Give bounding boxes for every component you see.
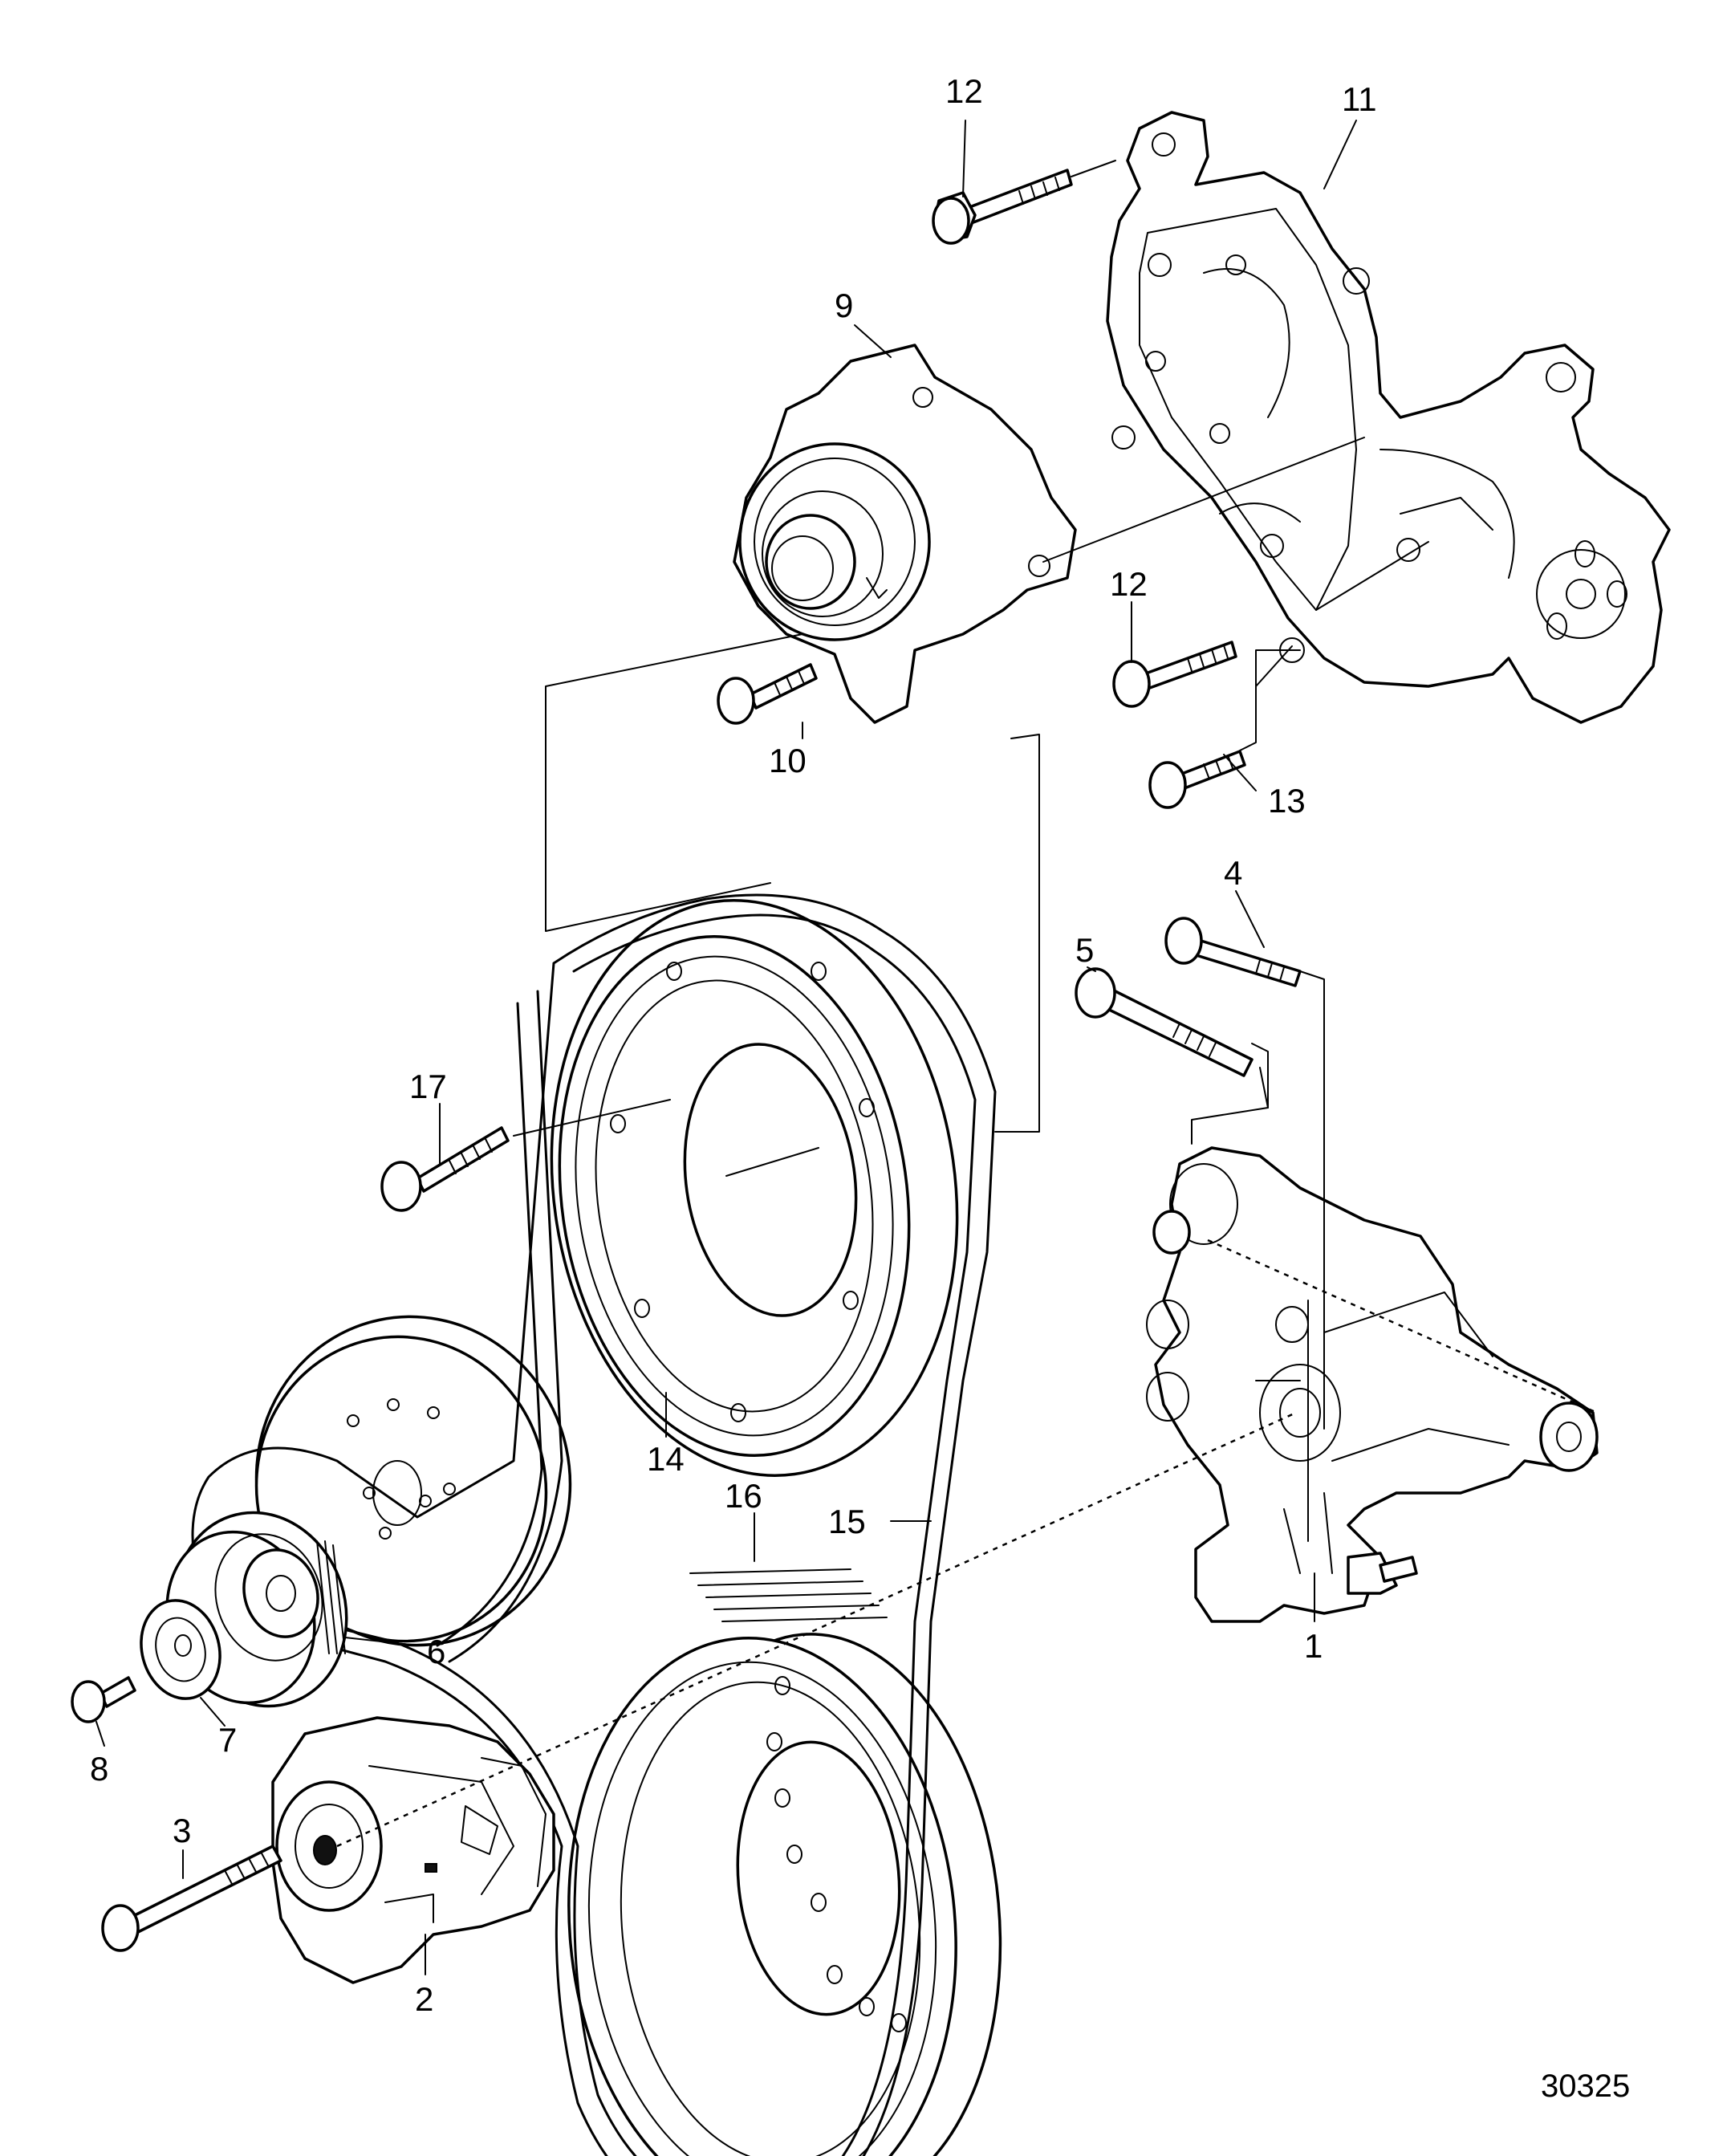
part-14-pulley: [550, 899, 959, 1477]
callout-13: 13: [1268, 782, 1306, 820]
callout-3: 3: [173, 1812, 191, 1849]
figure-number: 30325: [1541, 2069, 1630, 2104]
callout-5: 5: [1075, 931, 1094, 969]
callout-15: 15: [828, 1503, 866, 1540]
callout-6: 6: [427, 1633, 445, 1670]
callout-12-top: 12: [945, 72, 983, 110]
callout-4: 4: [1224, 854, 1242, 892]
callout-7: 7: [218, 1721, 237, 1759]
part-12-bolt-middle: [1112, 641, 1237, 708]
part-4-bolt: [1164, 917, 1302, 987]
callout-12-middle: 12: [1110, 565, 1148, 603]
part-13-bolt: [1148, 750, 1246, 809]
callout-leaders: [95, 120, 1357, 1975]
part-5-bolt: [1075, 967, 1254, 1077]
callout-8: 8: [90, 1750, 108, 1788]
callout-1: 1: [1304, 1627, 1323, 1665]
part-2-belt-tensioner: [271, 1716, 555, 1984]
callout-11: 11: [1342, 80, 1377, 118]
part-12-bolt-top: [932, 160, 1116, 245]
part-9-fan-hub: [733, 344, 1077, 724]
part-7-washer: [140, 1599, 221, 1700]
callout-16: 16: [725, 1477, 762, 1515]
callout-17: 17: [409, 1068, 447, 1105]
part-16-crankshaft-pulley: [567, 1568, 1002, 2156]
assembly-lines: [336, 437, 1598, 1848]
callout-labels: 12 11 9 12 10 13 4 5 17 14 16 15 6 7 8 3…: [90, 72, 1377, 2018]
part-11-mounting-bracket: [1106, 111, 1671, 724]
callout-14: 14: [647, 1440, 685, 1478]
callout-9: 9: [835, 287, 853, 324]
part-8-bolt: [71, 1676, 136, 1723]
part-3-bolt: [101, 1845, 282, 1952]
callout-10: 10: [769, 742, 807, 779]
part-1-tensioner-bracket: [1146, 1146, 1599, 1623]
part-17-bolt: [380, 1126, 510, 1212]
part-10-bolt: [717, 663, 818, 725]
callout-2: 2: [415, 1980, 433, 2018]
